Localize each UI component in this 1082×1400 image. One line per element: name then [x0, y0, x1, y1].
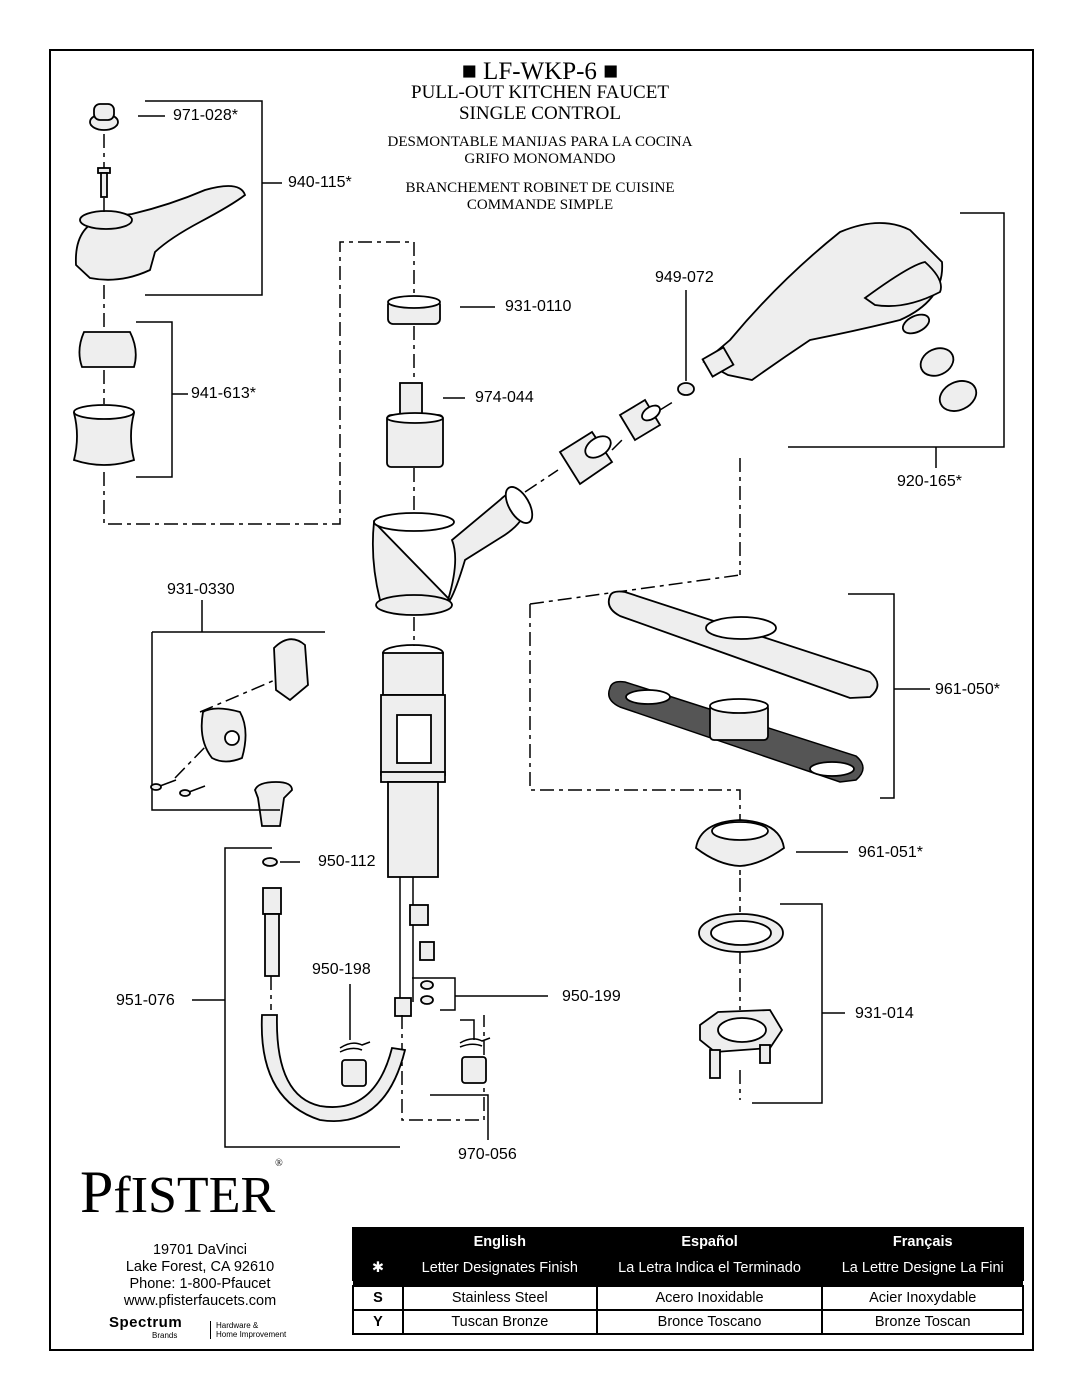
product-title-line2: SINGLE CONTROL	[458, 103, 622, 124]
model-title: ■ LF-WKP-6 ■	[461, 58, 619, 85]
finish-sub-french: La Lettre Designe La Fini	[821, 1255, 1024, 1281]
shank-body	[380, 644, 446, 1002]
part-label-931-0330: 931-0330	[167, 581, 235, 598]
finish-french: Bronze Toscan	[821, 1309, 1024, 1335]
finish-row: S Stainless Steel Acero Inoxidable Acier…	[352, 1285, 1024, 1311]
finish-symbol: ✱	[352, 1255, 404, 1281]
phone-number: Phone: 1-800-Pfaucet	[129, 1276, 271, 1292]
pfister-logo: PfISTER®	[80, 1158, 283, 1225]
deck-plate	[607, 590, 879, 699]
hose-weight	[254, 781, 293, 827]
spray-aerator	[919, 347, 955, 377]
part-label-961-050: 961-050*	[935, 681, 1000, 698]
part-label-931-014: 931-014	[855, 1005, 914, 1022]
company-address: 19701 DaVinci Lake Forest, CA 92610 Phon…	[100, 1242, 300, 1310]
mounting-gasket	[698, 913, 784, 953]
finish-row: Y Tuscan Bronze Bronce Toscano Bronze To…	[352, 1309, 1024, 1335]
handle-screw	[97, 167, 111, 198]
finish-english: Tuscan Bronze	[402, 1309, 598, 1335]
spout-body	[371, 486, 534, 616]
deck-gasket	[608, 680, 864, 783]
part-label-974-044: 974-044	[475, 389, 534, 406]
french-title-line2: COMMANDE SIMPLE	[466, 197, 614, 213]
handle-bonnet	[78, 331, 137, 368]
finish-table-subheader: ✱ Letter Designates Finish La Letra Indi…	[352, 1255, 1024, 1281]
cartridge	[386, 382, 444, 468]
product-title-line1: PULL-OUT KITCHEN FAUCET	[411, 82, 669, 103]
spectrum-brands-text: Brands	[152, 1331, 178, 1340]
spanish-title: DESMONTABLE MANIJAS PARA LA COCINA GRIFO…	[340, 134, 740, 168]
part-label-949-072: 949-072	[655, 269, 714, 286]
finish-sub-english: Letter Designates Finish	[402, 1255, 598, 1281]
finish-table-gap	[353, 1280, 1023, 1286]
supply-tube-fittings	[394, 904, 435, 1017]
spray-face	[938, 380, 978, 412]
part-label-950-199: 950-199	[562, 988, 621, 1005]
lever-handle	[75, 185, 247, 281]
finish-english: Stainless Steel	[402, 1285, 598, 1311]
handle-sleeve	[72, 404, 136, 466]
part-label-920-165: 920-165*	[897, 473, 962, 490]
hose-oring	[262, 857, 278, 867]
finish-table-header: English Español Français	[352, 1227, 1024, 1257]
hex-nut-right	[461, 1056, 487, 1084]
lever-clip-block	[200, 707, 247, 763]
product-title: PULL-OUT KITCHEN FAUCET SINGLE CONTROL	[340, 82, 740, 124]
spray-connector	[558, 398, 662, 486]
hardware-home-text: Hardware & Home Improvement	[210, 1321, 286, 1339]
website: www.pfisterfaucets.com	[123, 1293, 277, 1309]
part-label-950-198: 950-198	[312, 961, 371, 978]
finish-table: English Español Français ✱ Letter Design…	[352, 1227, 1024, 1335]
hose	[260, 887, 407, 1122]
spray-head	[701, 222, 944, 381]
part-label-951-076: 951-076	[116, 992, 175, 1009]
french-title: BRANCHEMENT ROBINET DE CUISINE COMMANDE …	[340, 180, 740, 214]
handle-button-cap	[89, 103, 119, 131]
finish-code: Y	[352, 1309, 404, 1335]
finish-header-blank	[352, 1227, 404, 1257]
part-label-970-056: 970-056	[458, 1146, 517, 1163]
address-line2: Lake Forest, CA 92610	[125, 1259, 275, 1275]
retaining-nut	[387, 295, 441, 325]
escutcheon	[695, 819, 785, 867]
finish-french: Acier Inoxydable	[821, 1285, 1024, 1311]
clip-left	[339, 1041, 371, 1053]
part-label-961-051: 961-051*	[858, 844, 923, 861]
hex-nut-left	[341, 1059, 367, 1087]
hh-line2: Home Improvement	[216, 1330, 287, 1339]
finish-header-spanish: Español	[595, 1227, 824, 1257]
part-label-931-0110: 931-0110	[505, 298, 572, 315]
finish-header-english: English	[402, 1227, 598, 1257]
finish-spanish: Acero Inoxidable	[595, 1285, 824, 1311]
clip-right	[459, 1037, 491, 1048]
mounting-bracket	[699, 1009, 784, 1079]
finish-sub-spanish: La Letra Indica el Terminado	[595, 1255, 824, 1281]
spanish-title-line2: GRIFO MONOMANDO	[464, 151, 616, 167]
spray-head-washer	[901, 313, 931, 335]
page-frame	[49, 49, 1034, 1351]
spanish-title-line1: DESMONTABLE MANIJAS PARA LA COCINA	[387, 134, 693, 150]
clip-screws	[150, 779, 206, 797]
part-label-950-112: 950-112	[318, 853, 376, 870]
spectrum-logo: Spectrum	[109, 1314, 183, 1331]
finish-spanish: Bronce Toscano	[595, 1309, 824, 1335]
finish-code: S	[352, 1285, 404, 1311]
part-label-941-613: 941-613*	[191, 385, 256, 402]
french-title-line1: BRANCHEMENT ROBINET DE CUISINE	[405, 180, 675, 196]
address-line1: 19701 DaVinci	[152, 1242, 248, 1258]
lever-clip-cover	[273, 638, 309, 702]
part-label-940-115: 940-115*	[288, 174, 352, 191]
hh-line1: Hardware &	[216, 1321, 259, 1330]
finish-header-french: Français	[821, 1227, 1024, 1257]
part-label-971-028: 971-028*	[173, 107, 238, 124]
spray-washer	[677, 382, 695, 396]
